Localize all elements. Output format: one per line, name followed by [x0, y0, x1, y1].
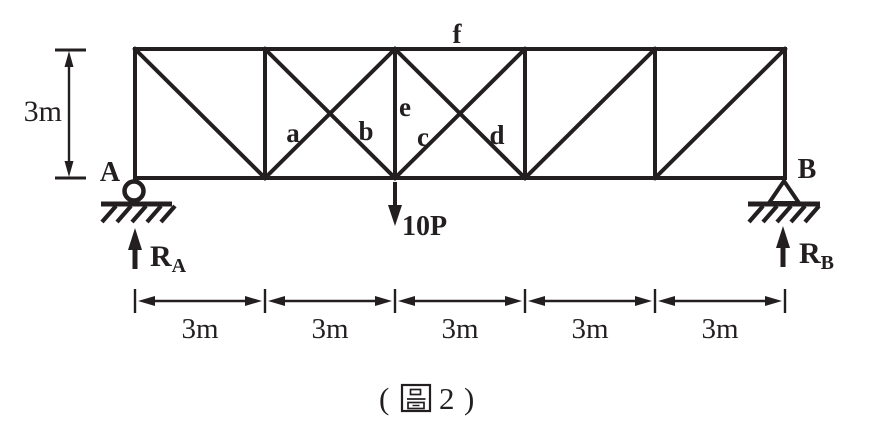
arrow-right-icon — [245, 296, 262, 306]
arrow-right-icon — [765, 296, 782, 306]
ground-hatch — [789, 204, 807, 224]
diagonal-panel3-asc — [392, 46, 528, 181]
ground-hatch — [100, 204, 118, 224]
roller-support-A — [100, 179, 177, 224]
height-dim-label: 3m — [24, 95, 62, 128]
arrow-left-icon — [658, 296, 675, 306]
figure-caption: ( 2 ) — [379, 381, 474, 416]
span-label-5: 3m — [701, 313, 739, 345]
ground-hatch — [145, 204, 163, 224]
pin-support-B — [747, 177, 821, 224]
member-label-c: c — [417, 122, 429, 152]
diagonal-panel1 — [132, 46, 268, 181]
reaction-arrow-RA: RA — [128, 228, 187, 277]
span-label-4: 3m — [571, 313, 609, 345]
load-arrow: 10P — [388, 182, 447, 242]
arrow-left-icon — [138, 296, 155, 306]
diagonal-panel2-asc-a — [262, 46, 398, 181]
span-label-3: 3m — [441, 313, 479, 345]
caption-number: 2 — [439, 381, 455, 416]
diagonal-panel5 — [652, 46, 788, 181]
node-label-B: B — [798, 154, 817, 185]
ground-hatch — [803, 204, 821, 224]
arrow-left-icon — [528, 296, 545, 306]
load-label: 10P — [402, 211, 447, 242]
caption-open-paren: ( — [379, 381, 389, 416]
span-label-1: 3m — [181, 313, 219, 345]
ground-hatch — [115, 204, 133, 224]
member-labels: a b c d e f — [286, 19, 504, 152]
member-label-f: f — [453, 19, 463, 49]
reaction-arrow-RB: RB — [776, 226, 834, 274]
roller-circle — [122, 179, 146, 203]
ground-hatch — [159, 204, 177, 224]
pin-triangle — [765, 177, 803, 205]
member-label-d: d — [489, 120, 504, 150]
member-label-b: b — [358, 116, 373, 146]
reaction-label-RB: RB — [799, 237, 834, 274]
ground-hatch — [130, 204, 148, 224]
arrow-left-icon — [268, 296, 285, 306]
arrow-up-icon — [776, 226, 790, 248]
diagonal-panel4 — [522, 46, 658, 181]
caption-figure-character — [400, 383, 432, 413]
member-label-e: e — [399, 92, 411, 122]
arrow-down-icon — [388, 205, 402, 226]
bottom-dimension-chain: 3m 3m 3m 3m 3m — [133, 289, 787, 345]
arrow-up-icon — [64, 51, 74, 67]
arrow-down-icon — [64, 161, 74, 177]
ground-hatch — [761, 204, 779, 224]
span-label-2: 3m — [311, 313, 349, 345]
ground-hatch — [747, 204, 765, 224]
arrow-right-icon — [375, 296, 392, 306]
ground-hatch — [775, 204, 793, 224]
arrow-up-icon — [128, 228, 142, 250]
height-dimension: 3m — [24, 48, 86, 180]
node-label-A: A — [100, 157, 121, 188]
reaction-label-RA: RA — [150, 240, 187, 277]
arrow-right-icon — [635, 296, 652, 306]
truss-frame — [132, 46, 788, 181]
arrow-left-icon — [398, 296, 415, 306]
caption-close-paren: ) — [464, 381, 474, 416]
arrow-right-icon — [505, 296, 522, 306]
member-label-a: a — [286, 118, 300, 148]
